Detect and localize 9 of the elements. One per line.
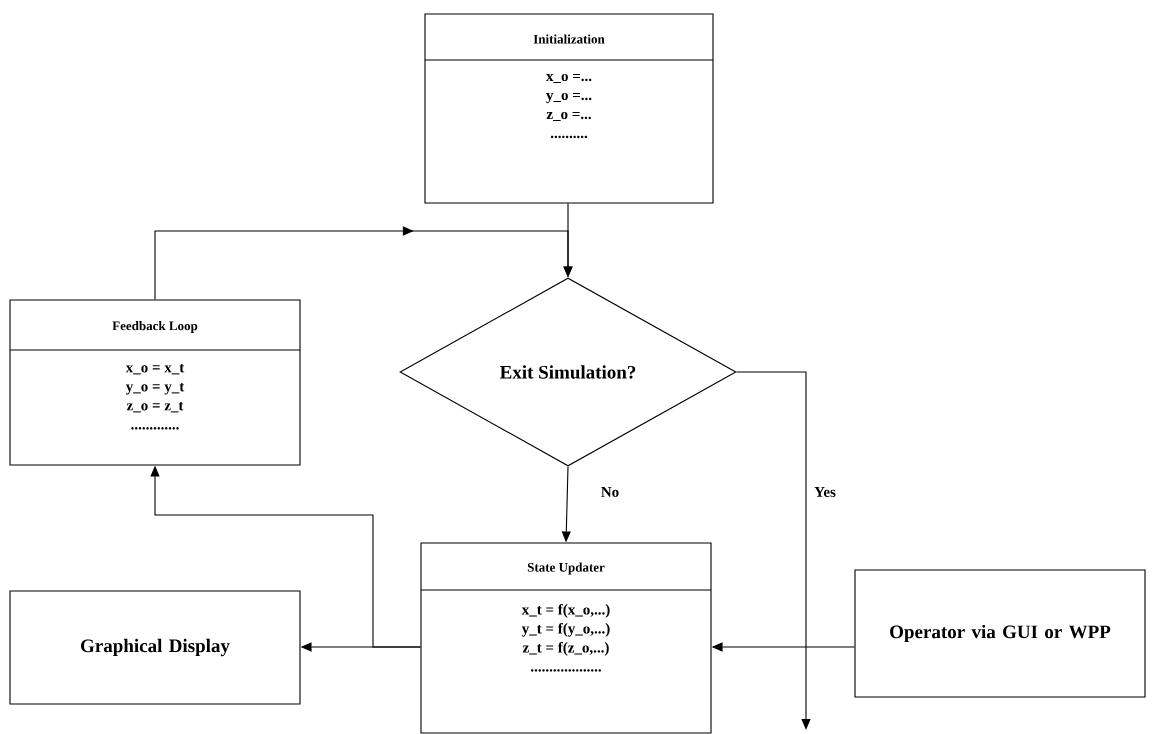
process-box: State Updater x_t = f(x_o,...) y_t = f(y_o,...) z_t = f(z_o,...) ...................: [420, 542, 712, 734]
process-box: Initialization x_o =... y_o =... z_o =... ..........: [424, 13, 714, 204]
edge-label: No: [598, 485, 622, 499]
process-box: Graphical Display: [9, 590, 301, 705]
process-box: Operator via GUI or WPP: [854, 569, 1146, 698]
arrow: [154, 226, 573, 300]
edge-label: Yes: [812, 485, 838, 499]
arrow: [736, 371, 811, 730]
process-box: Feedback Loop x_o = x_t y_o = y_t z_o = z_t .............: [9, 299, 301, 466]
